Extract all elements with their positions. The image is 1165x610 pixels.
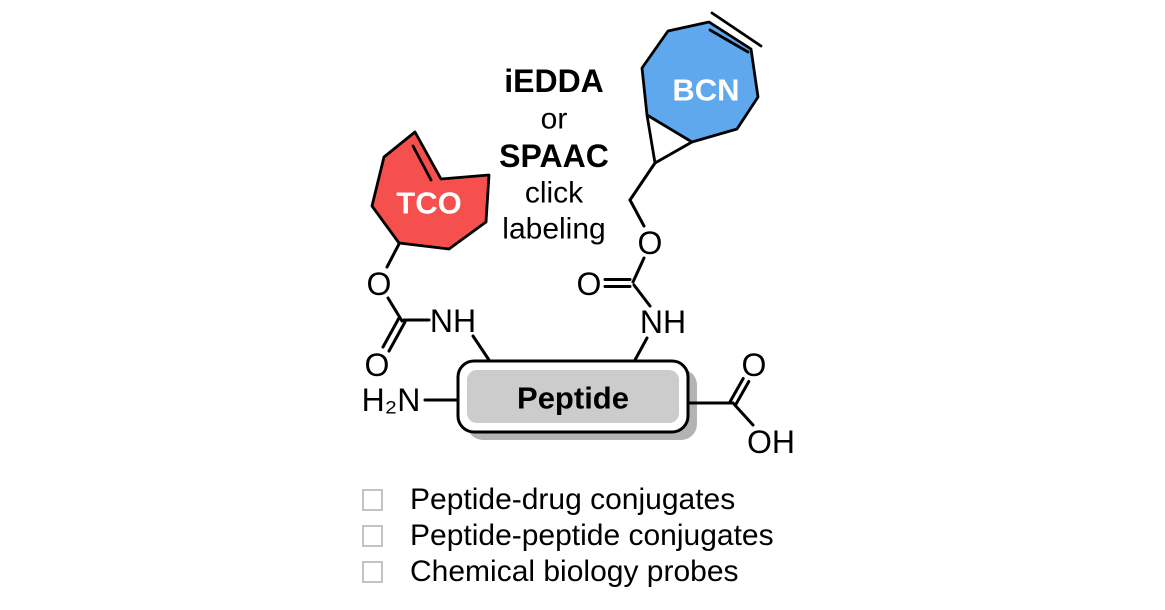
labeling-label: labeling xyxy=(502,213,605,246)
bcn-cyclopropane-edge-2 xyxy=(653,140,694,165)
bond-nh-to-peptide-right xyxy=(633,336,649,362)
peptide-box-inner xyxy=(467,370,679,423)
tco-double-bond-line xyxy=(411,144,433,182)
atom-bcn-ester-o: O xyxy=(638,225,663,261)
bond-ch2-to-o xyxy=(628,198,646,228)
application-label: Chemical biology probes xyxy=(410,555,739,588)
bond-o-to-carbonyl-right xyxy=(631,256,646,284)
atom-tco-carbonyl-o: O xyxy=(365,347,390,383)
list-item: Peptide-peptide conjugates xyxy=(362,518,774,554)
bond-nh-to-peptide-left xyxy=(471,334,491,362)
bcn-label: BCN xyxy=(672,73,739,108)
application-label: Peptide-drug conjugates xyxy=(410,483,736,516)
atom-tco-ester-o: O xyxy=(367,266,392,302)
spaac-label: SPAAC xyxy=(499,138,609,174)
bcn-alkyne-outer-line xyxy=(710,11,763,48)
tco-ring-shape xyxy=(370,130,491,251)
atom-acid-oh: OH xyxy=(747,424,795,460)
or-label: or xyxy=(541,103,568,136)
acid-double-bond-2 xyxy=(728,377,745,403)
bullet-box-icon xyxy=(362,561,383,583)
bond-bcn-to-ch2 xyxy=(628,161,657,202)
list-item: Peptide-drug conjugates xyxy=(362,482,774,518)
atom-bcn-carbonyl-o: O xyxy=(577,266,602,302)
peptide-label: Peptide xyxy=(517,381,629,416)
bcn-alkyne-inner-line xyxy=(708,28,750,54)
applications-list: Peptide-drug conjugates Peptide-peptide … xyxy=(362,482,774,590)
bond-acid-to-oh xyxy=(731,401,755,427)
atom-tco-nh: NH xyxy=(430,303,476,339)
atom-amine: H₂N xyxy=(362,382,421,418)
application-label: Peptide-peptide conjugates xyxy=(410,519,774,552)
carbonyl-double-bond-left-2 xyxy=(387,320,407,353)
atom-acid-carbonyl-o: O xyxy=(742,347,767,383)
bond-tco-to-o xyxy=(385,242,401,269)
click-label: click xyxy=(525,177,584,210)
bullet-box-icon xyxy=(362,489,383,511)
tco-label: TCO xyxy=(396,186,461,221)
bcn-cyclopropane-edge-1 xyxy=(645,113,657,165)
list-item: Chemical biology probes xyxy=(362,554,774,590)
atom-bcn-nh: NH xyxy=(640,304,686,340)
iedda-label: iEDDA xyxy=(504,63,604,99)
carbonyl-double-bond-left-1 xyxy=(381,316,401,349)
bond-carbonyl-to-nh-right xyxy=(632,283,652,308)
bullet-box-icon xyxy=(362,525,383,547)
acid-double-bond-1 xyxy=(734,380,751,406)
